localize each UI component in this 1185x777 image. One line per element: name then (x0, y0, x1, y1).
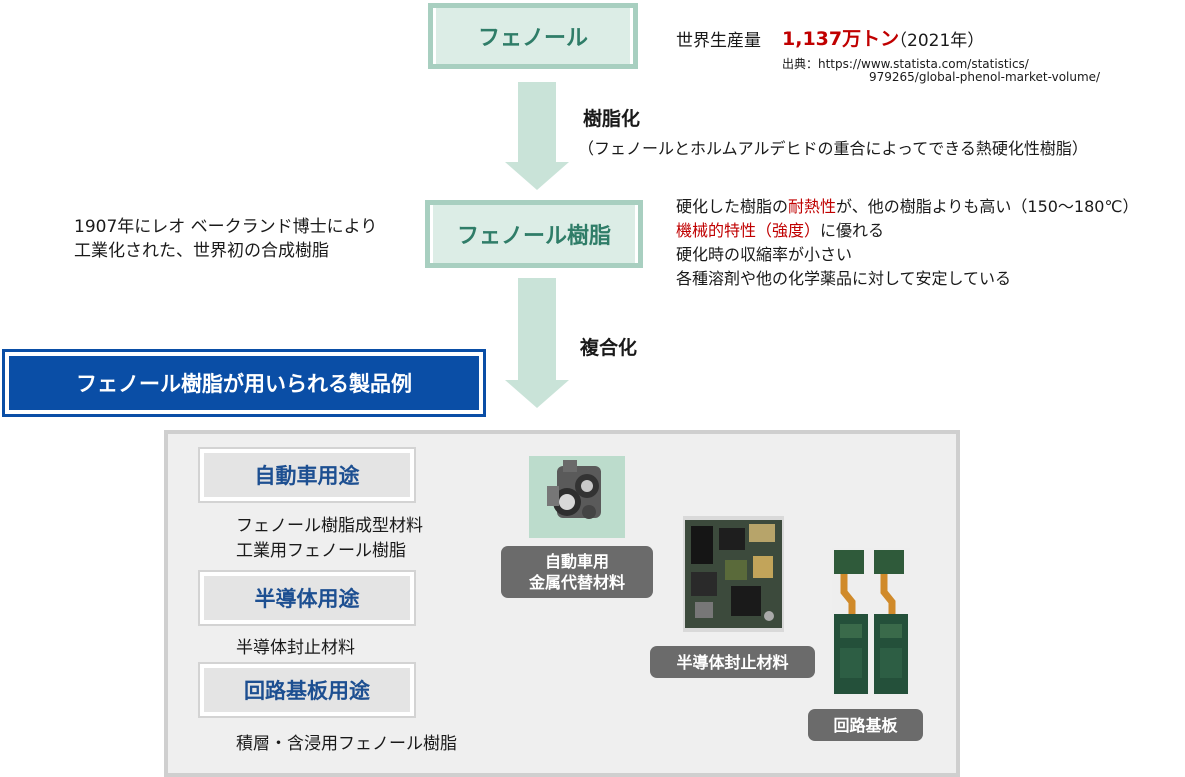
production-year: （2021年） (890, 31, 985, 51)
automotive-item-1: フェノール樹脂成型材料 (236, 516, 423, 536)
composite-label: 複合化 (580, 337, 638, 359)
production-source-1: 出典：https://www.statista.com/statistics/ (782, 57, 1029, 71)
semiconductor-photo-tag: 半導体封止材料 (650, 646, 815, 678)
property-mechanical-red: 機械的特性（強度） (676, 221, 821, 240)
phenol-resin-node-label: フェノール樹脂 (433, 205, 635, 263)
property-shrinkage: 硬化時の収縮率が小さい (676, 245, 853, 264)
category-semiconductor-label: 半導体用途 (204, 576, 410, 620)
circuit-board-photo (832, 548, 910, 696)
semiconductor-photo (683, 516, 784, 632)
history-line-2: 工業化された、世界初の合成樹脂 (74, 241, 329, 261)
property-heat-post: が、他の樹脂よりも高い（150～180℃） (836, 197, 1139, 216)
category-automotive: 自動車用途 (198, 447, 416, 503)
automotive-item-2: 工業用フェノール樹脂 (236, 541, 406, 561)
automotive-tag-line-1: 自動車用 (544, 552, 609, 571)
category-semiconductor: 半導体用途 (198, 570, 416, 626)
phenol-node: フェノール (428, 3, 638, 69)
circuit-board-photo-tag: 回路基板 (808, 709, 923, 741)
property-mechanical: 機械的特性（強度）に優れる (676, 217, 884, 241)
production-source-2: 979265/global-phenol-market-volume/ (869, 70, 1101, 84)
category-circuit-board: 回路基板用途 (198, 662, 416, 718)
category-circuit-board-label: 回路基板用途 (204, 668, 410, 712)
property-mechanical-post: に優れる (820, 221, 885, 240)
automotive-tag-line-2: 金属代替材料 (528, 573, 625, 592)
property-heat-pre: 硬化した樹脂の (676, 197, 789, 216)
products-banner: フェノール樹脂が用いられる製品例 (2, 349, 486, 417)
automotive-photo-tag: 自動車用 金属代替材料 (501, 546, 653, 598)
down-arrow-2 (505, 278, 569, 410)
circuit-board-item-1: 積層・含浸用フェノール樹脂 (236, 734, 457, 754)
history-line-1: 1907年にレオ ベークランド博士により (74, 217, 378, 237)
products-banner-label: フェノール樹脂が用いられる製品例 (9, 356, 479, 410)
phenol-node-label: フェノール (436, 8, 630, 64)
semiconductor-item-1: 半導体封止材料 (236, 638, 355, 658)
production-label: 世界生産量 (676, 31, 761, 51)
down-arrow-1 (505, 82, 569, 190)
automotive-part-photo (529, 456, 625, 538)
resinify-title: 樹脂化 (583, 108, 641, 130)
property-chemical-stability: 各種溶剤や他の化学薬品に対して安定している (676, 269, 1012, 288)
resinify-desc: （フェノールとホルムアルデヒドの重合によってできる熱硬化性樹脂） (578, 139, 1088, 158)
property-heat-resistance: 硬化した樹脂の耐熱性が、他の樹脂よりも高い（150～180℃） (676, 193, 1138, 217)
category-automotive-label: 自動車用途 (204, 453, 410, 497)
phenol-resin-node: フェノール樹脂 (425, 200, 643, 268)
production-value: 1,137万トン (782, 28, 900, 50)
property-heat-red: 耐熱性 (788, 197, 837, 216)
